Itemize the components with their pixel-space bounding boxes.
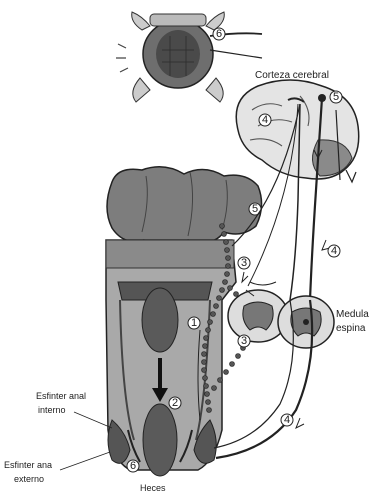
step-marker-2: 2 (169, 397, 181, 409)
external-sphincter-leader (60, 452, 110, 470)
svg-text:2: 2 (172, 397, 178, 409)
svg-text:5: 5 (333, 91, 339, 103)
step-marker-3-left: 3 (238, 257, 250, 269)
spinal-cord-label-line2: espina (336, 323, 366, 334)
svg-text:6: 6 (216, 28, 222, 40)
internal-sphincter-leader (74, 412, 112, 428)
feces-label: Heces (140, 483, 166, 493)
step-marker-4-upper: 4 (328, 245, 340, 257)
internal-sphincter-label-line2: interno (38, 405, 66, 415)
step-marker-6-bottom: 6 (127, 460, 139, 472)
spinal-cord-section-right (278, 296, 334, 348)
spinal-cord-section-left (228, 282, 288, 342)
external-sphincter-label-line1: Esfinter ana (4, 460, 52, 470)
svg-text:4: 4 (262, 114, 268, 126)
svg-text:5: 5 (252, 203, 258, 215)
step-marker-6-top: 6 (213, 28, 225, 40)
svg-text:4: 4 (331, 245, 337, 257)
spinal-cord-label-line1: Medula (336, 309, 369, 320)
rectum-illustration (106, 240, 236, 476)
cortex-label: Corteza cerebral (255, 70, 329, 81)
step-marker-4-brain: 4 (259, 114, 271, 126)
colon-illustration (107, 167, 262, 246)
step-marker-4-lower: 4 (281, 414, 293, 426)
svg-text:3: 3 (241, 335, 247, 347)
svg-text:1: 1 (191, 317, 197, 329)
step-marker-5-brain: 5 (330, 91, 342, 103)
svg-text:6: 6 (130, 460, 136, 472)
step-marker-1: 1 (188, 317, 200, 329)
step-marker-3-lower: 3 (238, 335, 250, 347)
svg-text:3: 3 (241, 257, 247, 269)
lumbar-spine-illustration (116, 12, 224, 102)
internal-sphincter-label-line1: Esfinter anal (36, 391, 86, 401)
svg-text:4: 4 (284, 414, 290, 426)
external-sphincter-label-line2: externo (14, 474, 44, 484)
